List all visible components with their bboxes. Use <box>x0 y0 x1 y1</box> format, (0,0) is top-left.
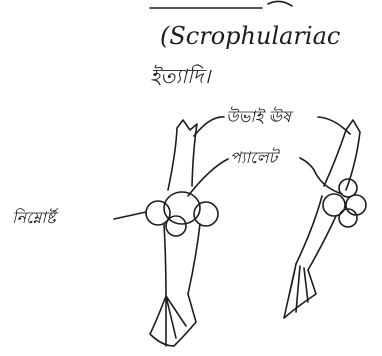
header-rule <box>150 1 292 8</box>
left-style-tube <box>168 120 197 190</box>
left-anther-bottom <box>166 216 186 236</box>
leader-style-left <box>188 159 228 196</box>
header-etc-text: ইত্যাদি। <box>150 64 212 88</box>
label-stigma: উভাই ঊষ <box>226 106 294 126</box>
header-family-text: (Scrophulariac <box>160 22 340 50</box>
leader-ovary <box>114 212 146 219</box>
right-lower-body <box>296 196 336 270</box>
left-sepals <box>150 294 196 346</box>
right-anther-right <box>346 195 366 215</box>
right-style-tube <box>324 120 360 190</box>
left-flower-diagram <box>146 120 218 346</box>
left-anther-right <box>194 202 218 226</box>
right-flower-diagram <box>284 120 366 318</box>
leader-stigma-left <box>194 117 224 136</box>
leader-style-right <box>300 158 342 194</box>
right-sepals <box>284 264 316 318</box>
label-style: প্যালেট <box>230 147 280 167</box>
label-ovary: নিম্নোর্ষ্ট <box>12 207 59 227</box>
right-anther-top <box>339 179 357 197</box>
